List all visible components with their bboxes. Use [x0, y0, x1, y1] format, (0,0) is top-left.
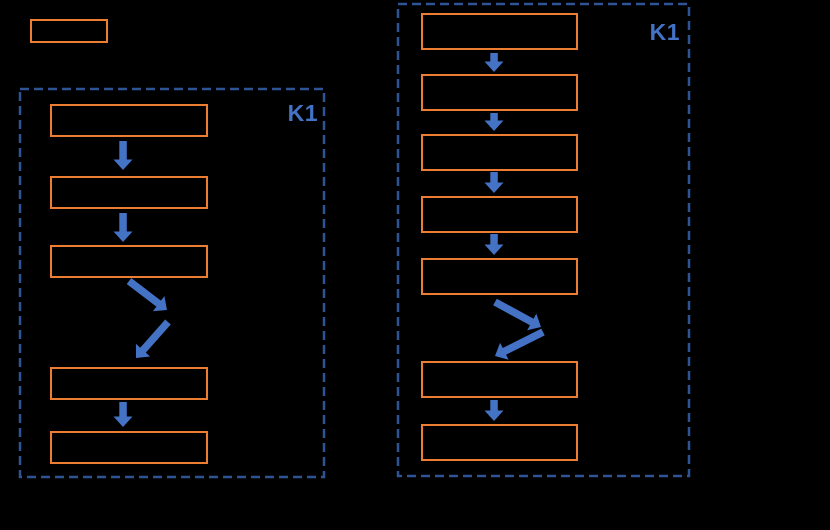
flow-box-left-2 [50, 176, 208, 209]
flow-box-right-2 [421, 74, 578, 111]
flow-arrow-7 [484, 113, 504, 131]
flow-box-left-4 [50, 367, 208, 400]
flow-arrow-5 [113, 402, 133, 427]
group-right-label: K1 [649, 19, 680, 45]
group-left-dashed-border [18, 87, 326, 479]
flow-box-right-5 [421, 258, 578, 295]
flow-group-k1-right: K1 [397, 3, 690, 477]
flow-box-right-3 [421, 134, 578, 171]
flow-box-right-7 [421, 424, 578, 461]
flow-box-right-6 [421, 361, 578, 398]
flow-arrow-9 [484, 234, 504, 255]
flow-box-left-1 [50, 104, 208, 137]
flow-arrow-2 [113, 213, 133, 242]
flow-arrow-3 [126, 278, 167, 312]
flow-box-right-4 [421, 196, 578, 233]
flow-box-left-3 [50, 245, 208, 278]
legend-box [30, 19, 108, 43]
flow-arrow-1 [113, 141, 133, 170]
flow-arrow-4 [135, 319, 171, 358]
flow-arrow-10 [493, 298, 541, 331]
flow-group-k1-left: K1 [19, 88, 325, 477]
flow-arrow-6 [484, 53, 504, 72]
group-right-dashed-border [396, 2, 691, 478]
flow-box-right-1 [421, 13, 578, 50]
flow-arrow-12 [484, 400, 504, 421]
group-left-label: K1 [287, 100, 318, 126]
flow-arrow-8 [484, 172, 504, 193]
flow-box-left-5 [50, 431, 208, 464]
flow-arrow-11 [495, 328, 545, 360]
